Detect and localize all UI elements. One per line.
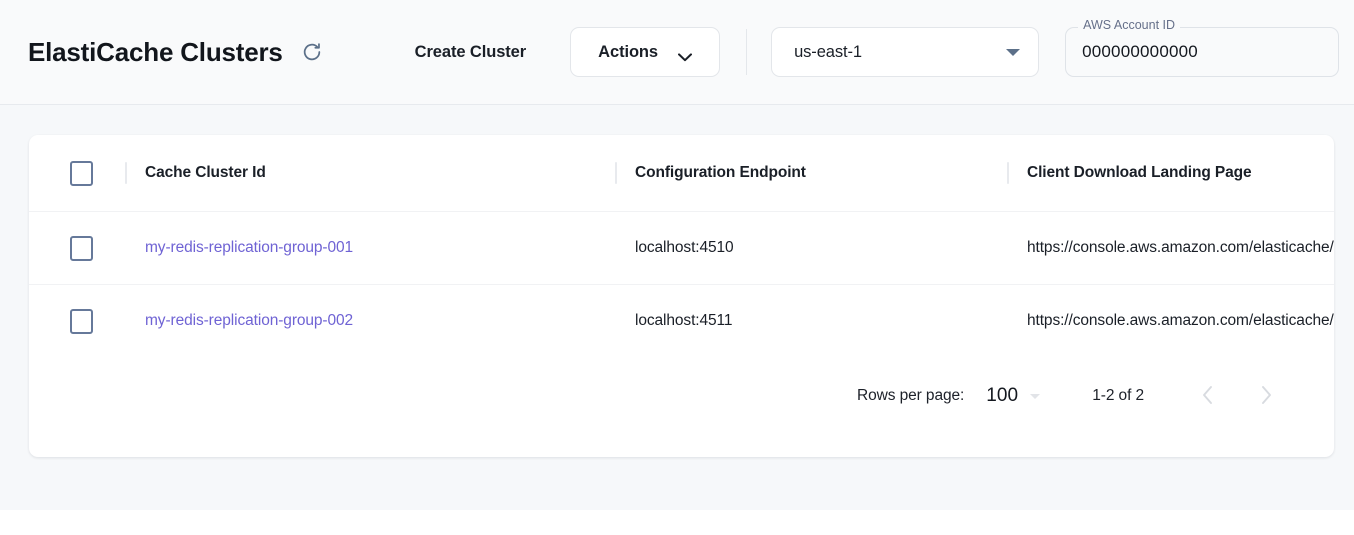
- page-bottom-strip: [0, 510, 1354, 535]
- column-separator-spacer: [125, 310, 127, 332]
- column-separator: [615, 162, 617, 184]
- table-row[interactable]: my-redis-replication-group-001 localhost…: [29, 211, 1334, 284]
- column-header-client-download-landing-page[interactable]: Client Download Landing Page: [1027, 164, 1252, 181]
- pagination-range-label: 1-2 of 2: [1092, 387, 1144, 404]
- column-separator-spacer: [615, 310, 617, 332]
- cell-client-download-landing-page: https://console.aws.amazon.com/elasticac…: [1027, 239, 1334, 256]
- clusters-table: Cache Cluster Id Configuration Endpoint …: [29, 135, 1334, 435]
- cell-cache-cluster-id: my-redis-replication-group-002: [145, 312, 615, 330]
- column-separator: [125, 162, 127, 184]
- aws-account-id-field[interactable]: AWS Account ID 000000000000: [1065, 19, 1340, 77]
- column-separator-spacer: [1007, 237, 1009, 259]
- table-header-row: Cache Cluster Id Configuration Endpoint …: [29, 135, 1334, 211]
- column-separator: [1007, 162, 1009, 184]
- table-row[interactable]: my-redis-replication-group-002 localhost…: [29, 284, 1334, 357]
- cell-client-download-landing-page: https://console.aws.amazon.com/elasticac…: [1027, 312, 1334, 329]
- chevron-left-icon: [1200, 384, 1216, 409]
- select-all-checkbox[interactable]: [69, 160, 93, 186]
- cluster-link[interactable]: my-redis-replication-group-001: [145, 239, 354, 256]
- row-select-cell: [29, 235, 125, 261]
- region-select[interactable]: us-east-1: [771, 27, 1040, 77]
- page-title: ElastiCache Clusters: [28, 36, 283, 67]
- column-header-configuration-endpoint[interactable]: Configuration Endpoint: [635, 164, 806, 181]
- cluster-link[interactable]: my-redis-replication-group-002: [145, 312, 354, 329]
- cell-configuration-endpoint: localhost:4511: [635, 312, 733, 329]
- triangle-down-icon: [1006, 48, 1021, 56]
- rows-per-page-value: 100: [986, 385, 1019, 406]
- refresh-icon: [301, 41, 323, 63]
- row-select-cell: [29, 308, 125, 334]
- aws-account-id-label: AWS Account ID: [1078, 19, 1181, 32]
- column-separator-spacer: [1007, 310, 1009, 332]
- region-select-value: us-east-1: [794, 42, 862, 61]
- cell-configuration-endpoint: localhost:4510: [635, 239, 734, 256]
- refresh-button[interactable]: [295, 35, 329, 69]
- chevron-down-icon: [677, 48, 692, 61]
- column-separator-spacer: [615, 237, 617, 259]
- column-separator-spacer: [125, 237, 127, 259]
- chevron-right-icon: [1258, 384, 1274, 409]
- actions-button-label: Actions: [598, 42, 658, 61]
- create-cluster-button[interactable]: Create Cluster: [405, 35, 536, 70]
- page-header: ElastiCache Clusters Create Cluster Acti…: [0, 0, 1354, 105]
- row-checkbox[interactable]: [69, 308, 93, 334]
- triangle-down-icon: [1030, 393, 1041, 399]
- aws-account-id-value: 000000000000: [1082, 42, 1198, 61]
- next-page-button[interactable]: [1244, 374, 1288, 418]
- header-divider: [746, 29, 748, 75]
- select-all-cell: [29, 160, 125, 186]
- cell-cache-cluster-id: my-redis-replication-group-001: [145, 239, 615, 257]
- actions-button[interactable]: Actions: [570, 27, 721, 77]
- table-pagination: Rows per page: 100 1-2 of 2: [29, 357, 1334, 435]
- clusters-card: Cache Cluster Id Configuration Endpoint …: [29, 135, 1334, 457]
- previous-page-button[interactable]: [1186, 374, 1230, 418]
- rows-per-page-select[interactable]: 100: [986, 385, 1041, 407]
- column-header-cache-cluster-id[interactable]: Cache Cluster Id: [145, 164, 266, 181]
- rows-per-page-label: Rows per page:: [857, 387, 965, 404]
- row-checkbox[interactable]: [69, 235, 93, 261]
